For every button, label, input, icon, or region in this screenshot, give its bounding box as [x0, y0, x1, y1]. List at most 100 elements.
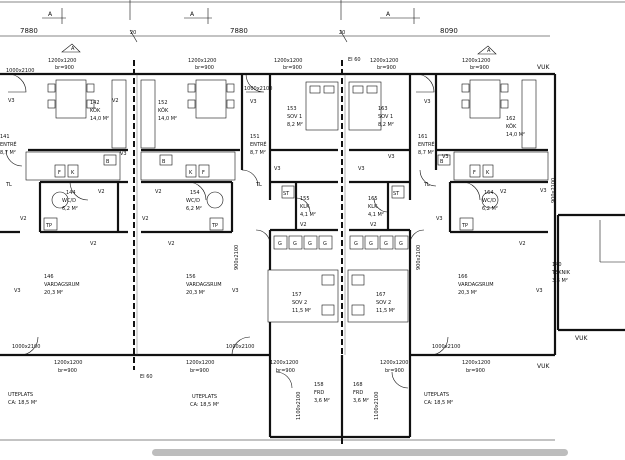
- svg-text:1200x1200: 1200x1200: [270, 360, 298, 366]
- svg-text:V2: V2: [90, 241, 97, 247]
- svg-text:14,0 M²: 14,0 M²: [90, 116, 109, 122]
- svg-text:6,2 M²: 6,2 M²: [62, 206, 78, 212]
- svg-text:V2: V2: [300, 222, 307, 228]
- svg-text:142: 142: [90, 100, 100, 106]
- fixture-labels: F K K F F K TL TL TL TP TP TP ST ST B B …: [5, 154, 494, 231]
- svg-text:V3: V3: [442, 154, 449, 160]
- svg-text:1000x2100: 1000x2100: [6, 68, 34, 74]
- svg-text:144: 144: [66, 190, 76, 196]
- svg-text:TL: TL: [5, 182, 12, 188]
- svg-text:CA: 18,5 M²: CA: 18,5 M²: [424, 400, 453, 406]
- svg-text:11,5 M²: 11,5 M²: [376, 308, 395, 314]
- bed: [267, 269, 339, 323]
- svg-text:163: 163: [378, 106, 388, 112]
- svg-text:br=900: br=900: [195, 65, 214, 71]
- svg-text:1200x1200: 1200x1200: [188, 58, 216, 64]
- wardrobe-row: G G G G G G G G: [273, 235, 409, 250]
- svg-text:153: 153: [287, 106, 297, 112]
- svg-text:CA: 18,5 M²: CA: 18,5 M²: [190, 402, 219, 408]
- svg-text:3,6 M²: 3,6 M²: [314, 398, 330, 404]
- svg-text:B: B: [106, 159, 110, 165]
- svg-text:V3: V3: [540, 188, 547, 194]
- grid-number: 20: [339, 30, 345, 36]
- svg-text:V3: V3: [358, 166, 365, 172]
- bed: [348, 81, 382, 131]
- svg-text:br=900: br=900: [276, 368, 295, 374]
- svg-text:V3: V3: [274, 166, 281, 172]
- section-marker: A: [477, 45, 497, 55]
- door-swings: [5, 73, 481, 389]
- svg-text:8,2 M²: 8,2 M²: [378, 122, 394, 128]
- svg-text:154: 154: [190, 190, 200, 196]
- svg-text:K: K: [71, 170, 75, 176]
- svg-text:1000x2100: 1000x2100: [226, 344, 254, 350]
- svg-text:20,3 M²: 20,3 M²: [458, 290, 477, 296]
- fire-rating-label: EI 60: [140, 374, 153, 380]
- svg-text:1000x2100: 1000x2100: [12, 344, 40, 350]
- svg-text:3,6 M²: 3,6 M²: [353, 398, 369, 404]
- section-marker: A: [61, 43, 81, 53]
- svg-text:br=900: br=900: [58, 368, 77, 374]
- svg-text:141: 141: [0, 134, 10, 140]
- svg-text:168: 168: [353, 382, 363, 388]
- svg-text:V3: V3: [536, 288, 543, 294]
- svg-text:V3: V3: [120, 151, 127, 157]
- svg-text:VARDAGSRUM: VARDAGSRUM: [186, 282, 222, 288]
- svg-text:TP: TP: [45, 223, 52, 229]
- svg-text:K: K: [189, 170, 193, 176]
- svg-text:A: A: [48, 11, 53, 18]
- svg-text:F: F: [473, 170, 476, 176]
- svg-text:KLK: KLK: [300, 204, 310, 210]
- svg-text:V2: V2: [370, 222, 377, 228]
- svg-text:G: G: [369, 241, 373, 247]
- svg-text:1200x1200: 1200x1200: [370, 58, 398, 64]
- svg-text:161: 161: [418, 134, 428, 140]
- teknik-annex: [556, 213, 625, 332]
- svg-text:V2: V2: [500, 189, 507, 195]
- toilet-fixture: [51, 191, 499, 209]
- svg-text:WC/D: WC/D: [186, 198, 200, 204]
- bed: [305, 81, 339, 131]
- dimension-label: 7880: [230, 27, 248, 35]
- svg-text:G: G: [278, 241, 282, 247]
- svg-text:br=900: br=900: [377, 65, 396, 71]
- svg-text:ST: ST: [393, 191, 400, 197]
- svg-text:164: 164: [484, 190, 494, 196]
- svg-text:F: F: [202, 170, 205, 176]
- svg-text:V3: V3: [14, 288, 21, 294]
- svg-text:155: 155: [300, 196, 310, 202]
- svg-text:146: 146: [44, 274, 54, 280]
- svg-text:FRD: FRD: [353, 390, 363, 396]
- svg-text:4,1 M²: 4,1 M²: [368, 212, 384, 218]
- svg-text:br=900: br=900: [385, 368, 404, 374]
- svg-text:WC/D: WC/D: [62, 198, 76, 204]
- vuk-label: VUK: [537, 64, 550, 71]
- svg-text:6,2 M²: 6,2 M²: [482, 206, 498, 212]
- scrollbar-thumb[interactable]: [152, 449, 568, 456]
- svg-text:V3: V3: [8, 98, 15, 104]
- svg-text:A: A: [487, 48, 491, 54]
- svg-text:UTEPLATS: UTEPLATS: [424, 392, 449, 398]
- svg-text:8,2 M²: 8,2 M²: [287, 122, 303, 128]
- horizontal-scrollbar[interactable]: [0, 446, 625, 460]
- svg-text:151: 151: [250, 134, 260, 140]
- wall-codes: V3 V3 V2 V2 V2 V3 V2 V2 V2 V3 V3 V2 V3 V…: [8, 98, 547, 294]
- svg-text:A: A: [190, 11, 195, 18]
- vuk-label: VUK: [537, 363, 550, 370]
- svg-text:ST: ST: [283, 191, 290, 197]
- door-labels: 1000x2100 1000x2100 1000x2100 1000x2100 …: [6, 68, 460, 420]
- svg-text:158: 158: [314, 382, 324, 388]
- svg-text:1000x2100: 1000x2100: [244, 86, 272, 92]
- svg-text:8,7 M²: 8,7 M²: [0, 150, 16, 156]
- svg-text:TL: TL: [255, 182, 262, 188]
- svg-text:G: G: [354, 241, 358, 247]
